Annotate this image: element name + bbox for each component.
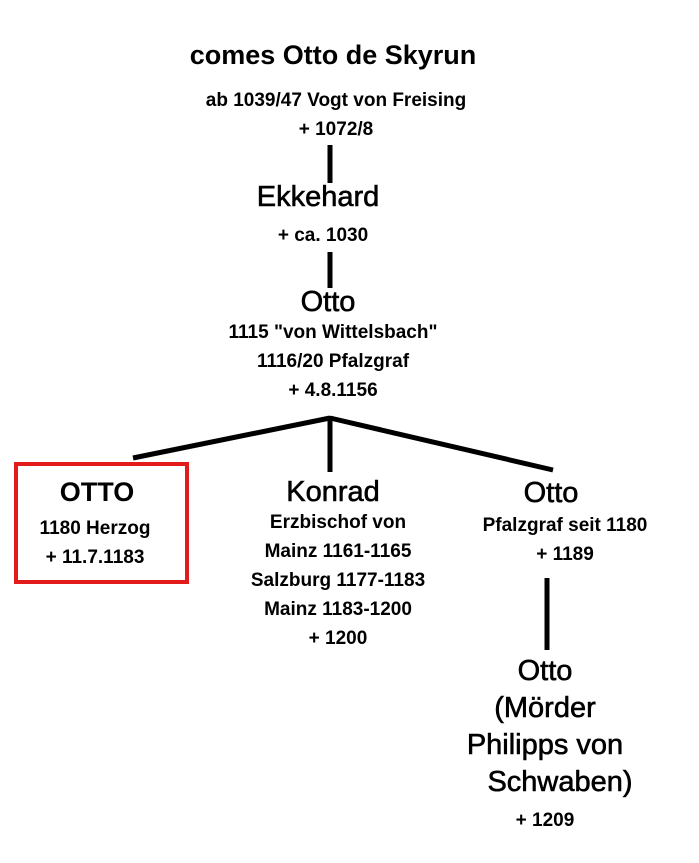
child-line: + 1189	[536, 544, 594, 565]
child-line: Pfalzgraf seit 1180	[482, 515, 648, 536]
ekkehard-details: + ca. 1030	[278, 221, 368, 250]
child-line: + 1200	[308, 628, 368, 649]
otto-gen3-line: 1116/20 Pfalzgraf	[256, 351, 410, 372]
ekkehard-name: Ekkehard	[256, 181, 380, 214]
highlight-box	[14, 462, 189, 584]
grandchild-details: + 1209	[516, 806, 575, 835]
child-konrad-name: Konrad	[286, 476, 380, 509]
otto-gen3-name: Otto	[300, 286, 356, 319]
grandchild-name-line: Otto	[517, 655, 573, 688]
root-line: + 1072/8	[298, 119, 374, 140]
otto-gen3-line: + 4.8.1156	[288, 380, 378, 401]
grandchild-name-line: Philipps von	[466, 729, 624, 762]
ekkehard-line: + ca. 1030	[277, 225, 369, 246]
child-otto-pfalzgraf-name: Otto	[523, 477, 579, 510]
child-line: Mainz 1161-1165	[264, 541, 412, 562]
grandchild-name-line: Schwaben)	[487, 766, 633, 799]
otto-gen3-line: 1115 "von Wittelsbach"	[228, 322, 438, 343]
root-details: ab 1039/47 Vogt von Freising + 1072/8	[206, 86, 466, 144]
child-otto-herzog-name: OTTO	[59, 477, 135, 507]
grandchild-line: + 1209	[515, 810, 575, 831]
child-line: 1180 Herzog	[39, 518, 151, 539]
grandchild-otto-name: Otto (Mörder Philipps von Schwaben)	[457, 653, 633, 801]
otto-gen3-details: 1115 "von Wittelsbach" 1116/20 Pfalzgraf…	[229, 318, 438, 405]
child-line: Erzbischof von	[269, 512, 407, 533]
connector-otto-child1	[132, 415, 331, 461]
root-line: ab 1039/47 Vogt von Freising	[205, 90, 467, 111]
child-line: + 11.7.1183	[45, 547, 145, 568]
child-line: Mainz 1183-1200	[264, 599, 412, 620]
grandchild-name-line: (Mörder	[494, 692, 596, 725]
child-otto-pfalzgraf-details: Pfalzgraf seit 1180 + 1189	[483, 511, 648, 569]
connector-otto-child3	[329, 415, 554, 473]
root-name: comes Otto de Skyrun	[189, 40, 477, 70]
child-otto-herzog-details: 1180 Herzog + 11.7.1183	[40, 514, 151, 572]
child-line: Salzburg 1177-1183	[250, 570, 426, 591]
child-konrad-details: Erzbischof von Mainz 1161-1165 Salzburg …	[251, 508, 425, 653]
